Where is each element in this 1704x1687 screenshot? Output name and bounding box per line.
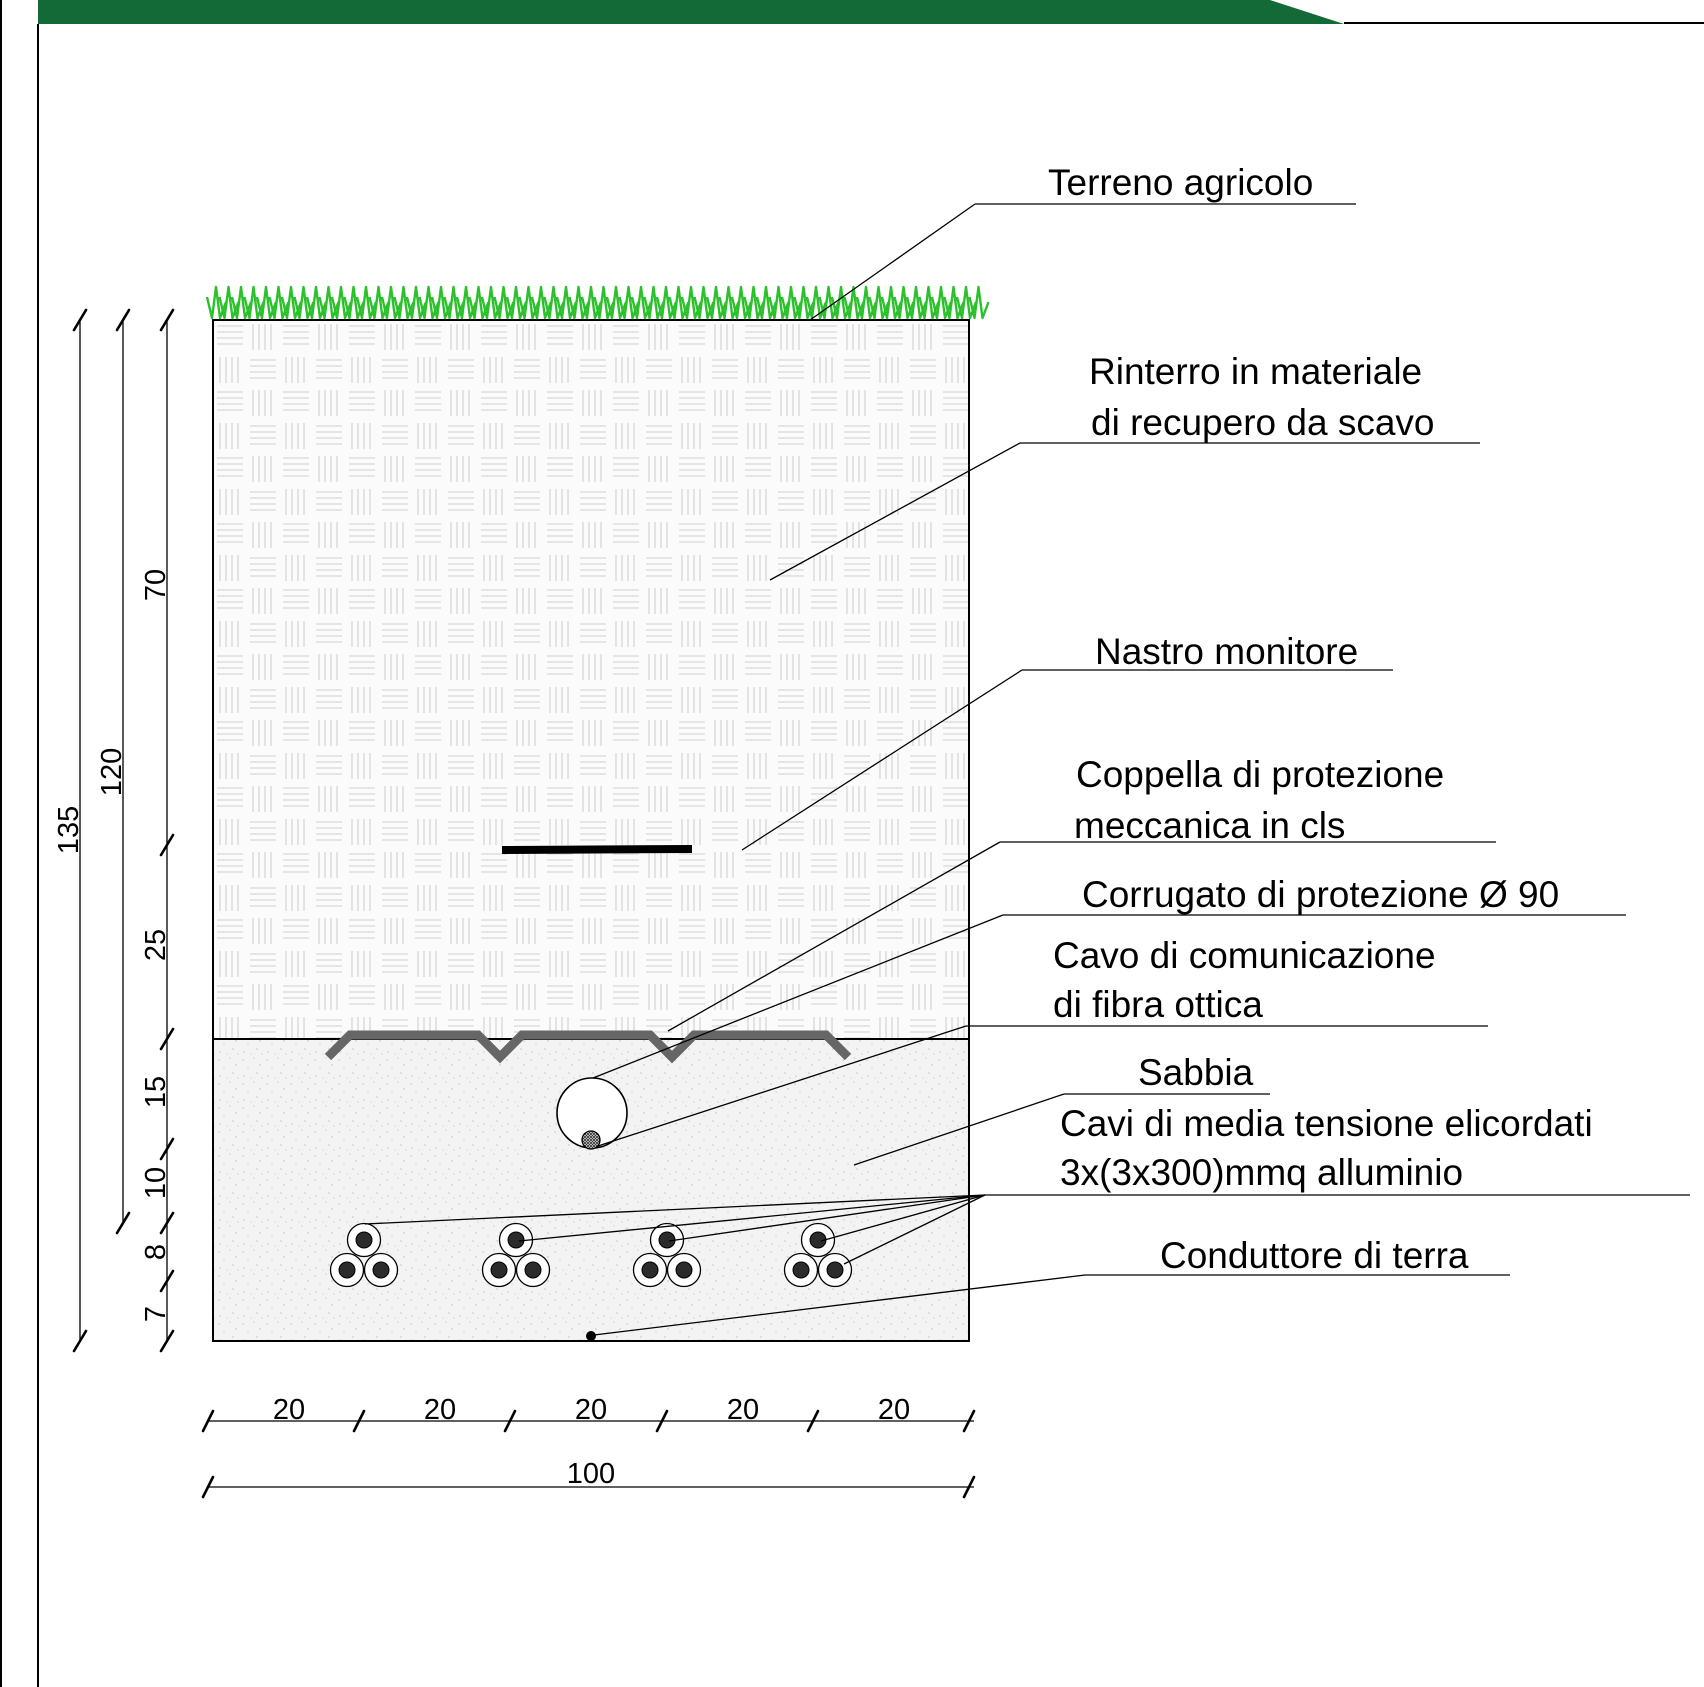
label-corrugato: Corrugato di protezione Ø 90 <box>1082 874 1559 915</box>
label-coppella-line2: meccanica in cls <box>1074 805 1345 846</box>
label-nastro-monitore: Nastro monitore <box>1095 631 1358 672</box>
coppella-protection <box>324 1030 852 1064</box>
nastro-monitore-tape <box>501 845 693 854</box>
label-cavo-fibra-line1: Cavo di comunicazione <box>1053 935 1436 976</box>
dim-width-total: 100 <box>567 1458 615 1490</box>
dim-width-segment-5: 20 <box>878 1394 910 1426</box>
grass-blades <box>205 285 990 320</box>
dim-10: 10 <box>140 1167 172 1199</box>
grass-icon <box>205 285 990 320</box>
backfill-hatch <box>213 320 969 1039</box>
leader-lines <box>364 203 1690 1336</box>
vertical-dimensions <box>72 308 175 1353</box>
label-cavo-fibra-line2: di fibra ottica <box>1053 984 1263 1025</box>
dim-70: 70 <box>140 569 172 601</box>
label-cavi-mt-line2: 3x(3x300)mmq alluminio <box>1060 1152 1463 1193</box>
dim-width-segment-4: 20 <box>727 1394 759 1426</box>
dim-total-135: 135 <box>53 806 85 854</box>
dim-8: 8 <box>140 1244 172 1260</box>
dim-width-segment-3: 20 <box>575 1394 607 1426</box>
dim-7: 7 <box>140 1306 172 1322</box>
cable-trefoil-icon <box>329 1222 399 1288</box>
label-coppella-line1: Coppella di protezione <box>1076 754 1444 795</box>
label-rinterro-line1: Rinterro in materiale <box>1089 351 1422 392</box>
dim-25: 25 <box>140 929 172 961</box>
dim-width-segment-1: 20 <box>273 1394 305 1426</box>
label-rinterro-line2: di recupero da scavo <box>1091 402 1434 443</box>
cable-trefoil-icon <box>481 1222 551 1288</box>
fibre-optic-cable <box>581 1130 601 1150</box>
label-terreno-agricolo: Terreno agricolo <box>1048 162 1313 203</box>
cable-trefoil-icon <box>632 1222 702 1288</box>
dot-icon <box>586 1331 596 1341</box>
mv-cable-group <box>329 1222 853 1288</box>
label-conduttore-terra: Conduttore di terra <box>1160 1235 1469 1276</box>
label-sabbia: Sabbia <box>1138 1052 1254 1093</box>
dim-width-segment-2: 20 <box>424 1394 456 1426</box>
label-cavi-mt-line1: Cavi di media tensione elicordati <box>1060 1103 1593 1144</box>
dim-120: 120 <box>96 748 128 796</box>
dim-15: 15 <box>140 1076 172 1108</box>
horizontal-dimensions <box>201 1409 976 1499</box>
header-band <box>38 0 1344 24</box>
